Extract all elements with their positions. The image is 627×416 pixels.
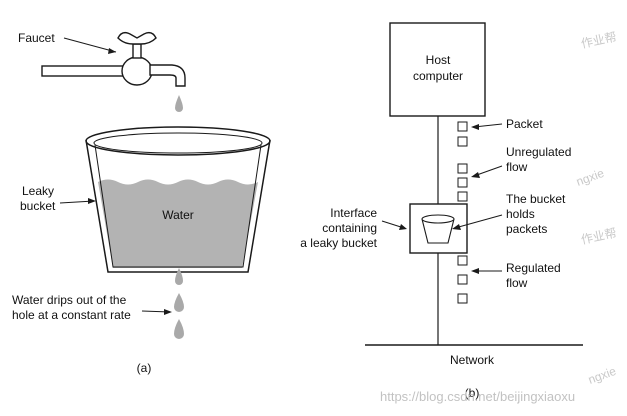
watermark-mark: ngxie: [574, 166, 606, 189]
falling-drop-shape: [175, 95, 183, 112]
faucet-label: Faucet: [18, 31, 55, 45]
caption-b: (b): [465, 386, 480, 400]
network-label: Network: [450, 353, 495, 367]
faucet-icon: [41, 31, 186, 87]
watermark-mark: 作业帮: [580, 226, 618, 247]
drip-icon: [174, 293, 184, 312]
drip-icon: [175, 268, 183, 285]
packet-label: Packet: [506, 117, 543, 131]
bucket-holds-leader-line: [454, 214, 503, 229]
arrowhead-icon: [471, 124, 479, 130]
arrowhead-icon: [108, 48, 116, 54]
packet-square: [457, 177, 468, 188]
host-computer-box: [389, 22, 486, 117]
regulated-label-line2: flow: [506, 276, 528, 290]
leaky-bucket-label-line2: bucket: [20, 199, 56, 213]
leaky-bucket-label-line1: Leaky: [22, 184, 54, 198]
water-fill: [98, 179, 258, 268]
interface-label-line1: Interface: [330, 206, 377, 220]
packet-square: [457, 191, 468, 202]
arrowhead-icon: [164, 309, 172, 315]
watermark-mark: 作业帮: [580, 30, 618, 51]
arrowhead-icon: [88, 198, 96, 204]
panel-a: Water Faucet Leaky bucket Water drips ou…: [12, 31, 271, 375]
regulated-label-line1: Regulated: [506, 261, 561, 275]
drips-label-line2: hole at a constant rate: [12, 308, 131, 322]
packet-square: [457, 255, 468, 266]
small-bucket-icon: [421, 214, 455, 244]
bucket-shape: [85, 126, 271, 273]
packet-square: [457, 136, 468, 147]
bucket-holds-label-line1: The bucket: [506, 192, 566, 206]
packet-square: [457, 163, 468, 174]
host-label-line2: computer: [413, 69, 463, 83]
bucket-holds-label-line3: packets: [506, 222, 547, 236]
water-label: Water: [162, 208, 194, 222]
packet-square: [457, 293, 468, 304]
faucet-leader-line: [63, 37, 117, 53]
watermark-url: https://blog.csdn.net/beijingxiaoxu: [380, 389, 575, 404]
bucket-holds-label-line2: holds: [506, 207, 535, 221]
watermark-mark: ngxie: [586, 364, 618, 387]
caption-a: (a): [137, 361, 152, 375]
arrowhead-icon: [452, 224, 461, 230]
interface-label-line2: containing: [322, 221, 377, 235]
packet-square: [457, 121, 468, 132]
drips-label-line1: Water drips out of the: [12, 293, 127, 307]
arrowhead-icon: [399, 224, 407, 230]
arrowhead-icon: [471, 268, 479, 274]
drip-icon: [174, 319, 184, 339]
host-label-line1: Host: [426, 53, 451, 67]
packet-square: [457, 274, 468, 285]
panel-b: Host computer Network Packet Unregulated: [300, 22, 583, 400]
unregulated-label-line1: Unregulated: [506, 145, 571, 159]
interface-label-line3: a leaky bucket: [300, 236, 377, 250]
arrowhead-icon: [471, 172, 480, 178]
unregulated-label-line2: flow: [506, 160, 528, 174]
